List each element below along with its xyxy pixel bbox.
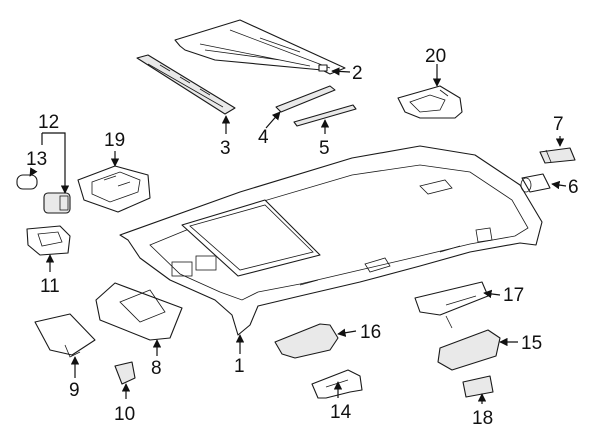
part-7-clip[interactable] bbox=[539, 147, 576, 164]
callout-12: 12 bbox=[38, 112, 59, 133]
callout-15: 15 bbox=[521, 333, 542, 354]
callout-20: 20 bbox=[425, 46, 446, 67]
callout-19: 19 bbox=[104, 130, 125, 151]
callout-18: 18 bbox=[472, 408, 493, 429]
part-19-overhead-console[interactable] bbox=[77, 165, 151, 213]
callout-2: 2 bbox=[352, 63, 363, 84]
part-15-grab-handle[interactable] bbox=[437, 329, 501, 371]
part-6-plug[interactable] bbox=[520, 173, 551, 193]
callout-9: 9 bbox=[69, 380, 80, 401]
part-11-lamp-housing[interactable] bbox=[26, 225, 71, 256]
part-2-headliner-insulation[interactable] bbox=[174, 19, 346, 75]
callout-10: 10 bbox=[114, 404, 135, 425]
callout-13: 13 bbox=[26, 149, 47, 170]
callout-labels: 2 3 4 5 20 7 6 19 12 13 11 1 8 9 10 16 1… bbox=[26, 46, 579, 429]
part-14-grab-handle[interactable] bbox=[311, 369, 363, 399]
callout-17: 17 bbox=[503, 285, 524, 306]
part-17-grab-handle[interactable] bbox=[414, 281, 489, 329]
callout-3: 3 bbox=[220, 138, 231, 159]
part-8-sun-visor[interactable] bbox=[95, 282, 183, 341]
callout-5: 5 bbox=[319, 138, 330, 159]
part-5-seal-strip[interactable] bbox=[293, 104, 357, 127]
part-20-console-bracket[interactable] bbox=[397, 85, 463, 119]
callout-14: 14 bbox=[330, 402, 352, 423]
callout-6: 6 bbox=[568, 177, 579, 198]
part-1-headliner[interactable] bbox=[119, 145, 543, 336]
part-9-vanity-mirror[interactable] bbox=[34, 313, 96, 358]
callout-16: 16 bbox=[360, 322, 381, 343]
part-4-trim-strip[interactable] bbox=[275, 85, 336, 113]
part-10-clip[interactable] bbox=[114, 361, 136, 385]
part-16-grab-handle[interactable] bbox=[274, 323, 339, 359]
callout-11: 11 bbox=[40, 276, 60, 297]
callout-8: 8 bbox=[151, 358, 162, 379]
part-18-cover-cap[interactable] bbox=[462, 375, 494, 398]
part-12-lamp-socket[interactable] bbox=[43, 192, 71, 214]
leader-lines bbox=[29, 64, 567, 404]
part-3-roof-bracket[interactable] bbox=[136, 54, 236, 115]
callout-7: 7 bbox=[553, 114, 564, 135]
callout-4: 4 bbox=[258, 127, 269, 148]
part-13-bulb[interactable] bbox=[16, 174, 38, 190]
callout-1: 1 bbox=[234, 356, 245, 377]
